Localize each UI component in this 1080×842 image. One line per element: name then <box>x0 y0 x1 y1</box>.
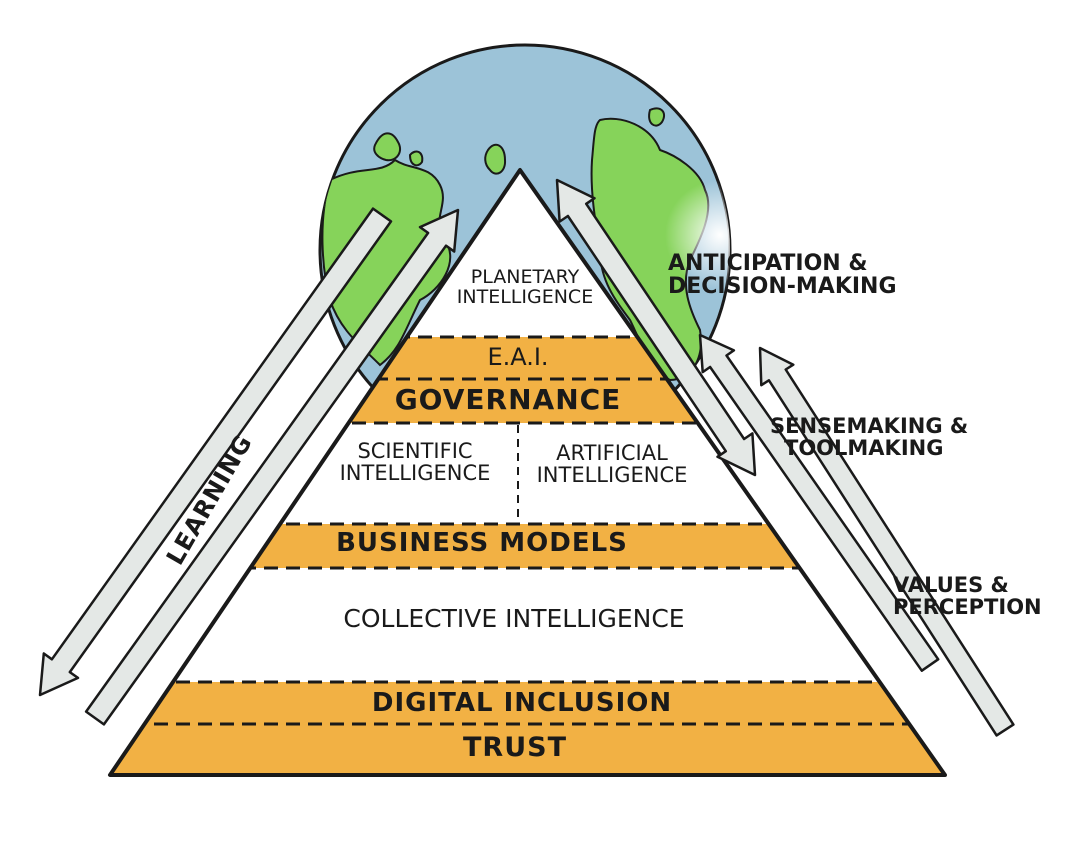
artificial-intelligence-label: ARTIFICIAL INTELLIGENCE <box>536 441 688 488</box>
collective-intelligence-label: COLLECTIVE INTELLIGENCE <box>343 604 685 633</box>
band-trust <box>110 724 945 775</box>
eai-label: E.A.I. <box>487 343 549 371</box>
bidirectional-arrow-icon <box>38 178 1015 737</box>
band-digital-inclusion <box>110 682 945 724</box>
digital-inclusion-label: DIGITAL INCLUSION <box>371 688 673 718</box>
learning-arrow-up <box>84 208 460 726</box>
scientific-intelligence-label: SCIENTIFIC INTELLIGENCE <box>339 439 491 486</box>
values-arrow-up-1 <box>698 333 940 672</box>
planetary-intelligence-label: PLANETARY INTELLIGENCE <box>456 266 594 308</box>
business-models-label: BUSINESS MODELS <box>336 528 628 558</box>
governance-label: GOVERNANCE <box>394 383 622 416</box>
sensemaking-toolmaking-label: SENSEMAKING & TOOLMAKING <box>770 414 969 461</box>
values-arrow-up-2 <box>758 346 1015 737</box>
values-perception-label: VALUES & PERCEPTION <box>893 573 1042 620</box>
learning-arrow-down <box>38 207 393 697</box>
anticipation-double-arrow <box>555 178 757 477</box>
anticipation-decision-making-label: ANTICIPATION & DECISION-MAKING <box>668 251 897 300</box>
trust-label: TRUST <box>463 732 567 763</box>
